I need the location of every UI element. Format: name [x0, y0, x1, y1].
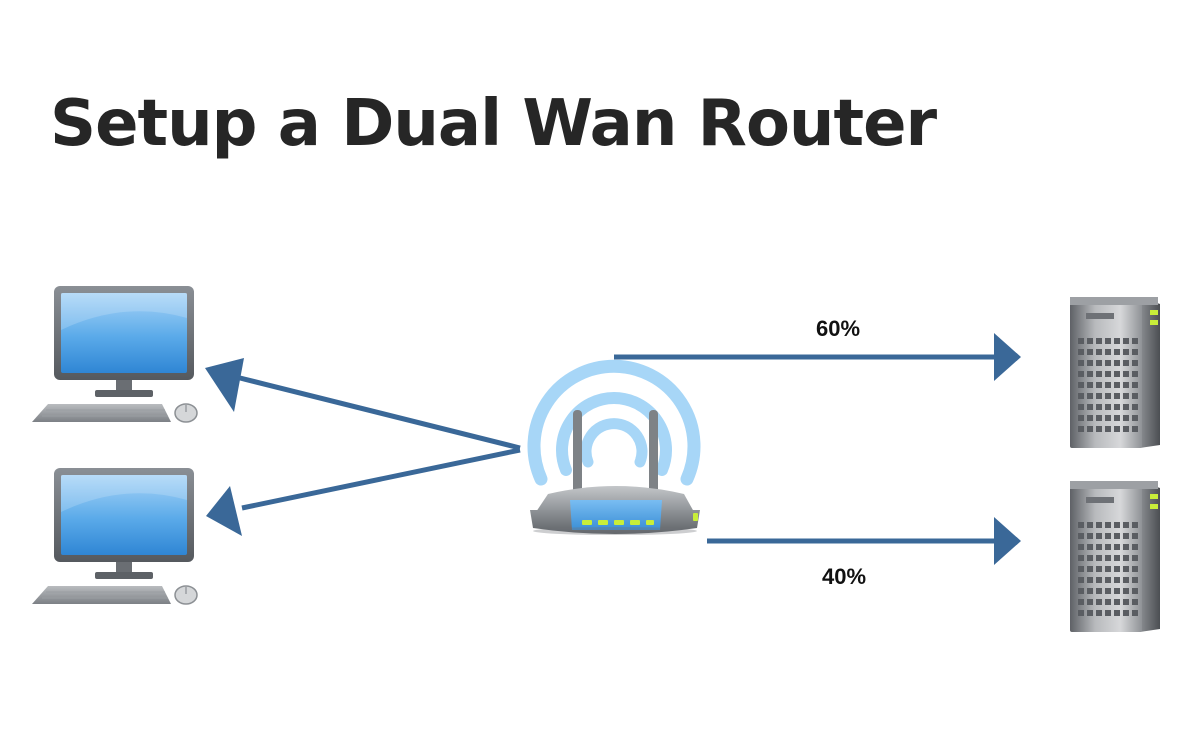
arrowhead-wan-2: [994, 517, 1021, 565]
wan1-share-label: 60%: [816, 316, 860, 341]
desktop-computer-icon: [32, 286, 198, 423]
mouse: [174, 403, 198, 423]
keyboard: [32, 404, 171, 422]
monitor-screen: [61, 475, 187, 555]
mouse: [174, 585, 198, 605]
desktop-computer-icon: [32, 468, 198, 605]
status-leds: [582, 513, 698, 525]
wan-arrows: [614, 333, 1021, 565]
antenna-right: [649, 410, 658, 498]
lan-arrows: [205, 358, 521, 536]
arrowhead-computer-1: [205, 358, 244, 412]
server-tower-icon: [1070, 297, 1160, 448]
server-tower-icon: [1070, 481, 1160, 632]
arrowhead-wan-1: [994, 333, 1021, 381]
wifi-router-icon: [527, 359, 701, 535]
antenna-left: [573, 410, 582, 498]
arrow-to-computer-1: [239, 375, 521, 451]
arrowhead-computer-2: [206, 486, 242, 536]
monitor-screen: [61, 293, 187, 373]
server-vent-grid: [1078, 338, 1138, 432]
router-panel: [570, 500, 662, 530]
wifi-signal-icon: [527, 359, 701, 486]
arrow-to-computer-2: [241, 447, 521, 511]
keyboard: [32, 586, 171, 604]
server-vent-grid: [1078, 522, 1138, 616]
wan2-share-label: 40%: [822, 564, 866, 589]
page-title: Setup a Dual Wan Router: [50, 87, 937, 161]
